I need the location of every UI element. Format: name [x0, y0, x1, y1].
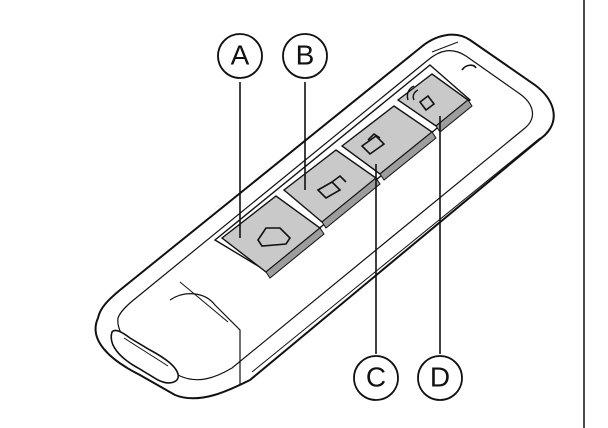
horn-wave-1	[412, 89, 419, 101]
led-indicator	[461, 64, 477, 71]
callout-a-label: A	[231, 39, 250, 70]
horn-wave-2	[406, 85, 415, 101]
callout-c-label: C	[366, 361, 386, 392]
button-a[interactable]	[220, 195, 325, 279]
button-b[interactable]	[282, 149, 381, 229]
leader-lines	[239, 82, 441, 354]
button-c[interactable]	[340, 105, 437, 181]
button-d[interactable]	[396, 73, 473, 133]
unlock-shackle	[331, 174, 347, 183]
callout-b-label: B	[296, 39, 315, 70]
horn-icon	[418, 94, 436, 112]
callout-a: A	[217, 33, 263, 79]
unlock-icon	[316, 181, 342, 199]
end-cap-seam-2	[179, 281, 229, 323]
lock-icon	[360, 134, 386, 156]
button-strip	[213, 64, 473, 279]
top-edge-detail	[431, 41, 459, 53]
callout-c: C	[353, 355, 399, 401]
end-cap-seam	[169, 293, 241, 385]
lock-shackle	[367, 132, 381, 141]
lanyard-inner-line	[123, 337, 169, 367]
tailgate-icon	[257, 227, 292, 247]
side-face-line	[251, 137, 541, 373]
callout-d-label: D	[430, 361, 450, 392]
callout-d: D	[417, 355, 463, 401]
callout-b: B	[282, 33, 328, 79]
lanyard-loop	[110, 329, 180, 384]
